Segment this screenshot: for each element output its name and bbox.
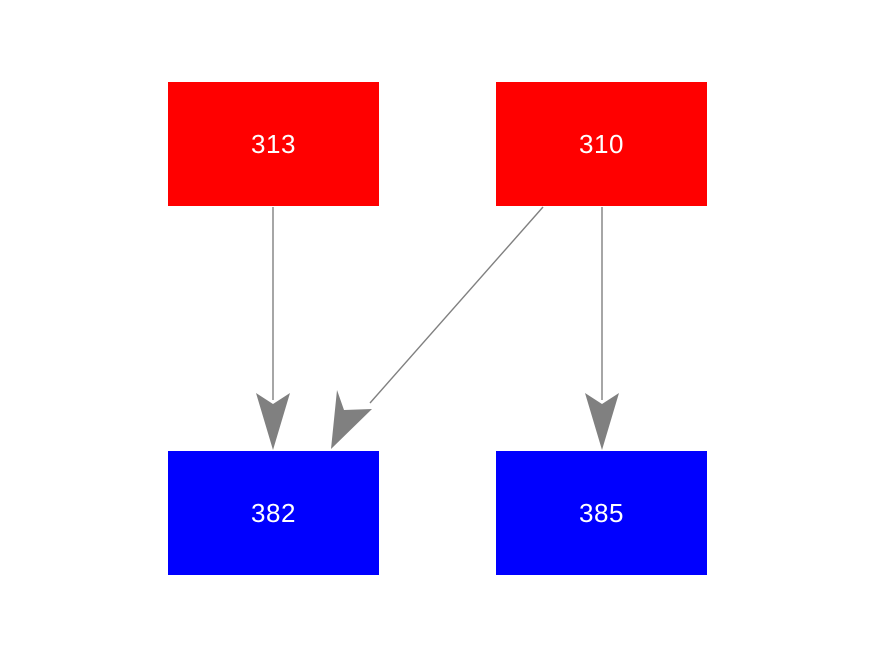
arrowhead-barbed	[256, 393, 290, 450]
arrowhead-barbed	[585, 393, 619, 450]
node-382[interactable]: 382	[168, 451, 379, 575]
arrowhead-barbed	[331, 390, 372, 449]
node-310[interactable]: 310	[496, 82, 707, 206]
node-313[interactable]: 313	[168, 82, 379, 206]
node-385[interactable]: 385	[496, 451, 707, 575]
edge-310-to-382	[331, 206, 544, 449]
node-label: 313	[251, 129, 296, 159]
node-label: 310	[579, 129, 624, 159]
node-label: 385	[579, 498, 624, 528]
node-label: 382	[251, 498, 296, 528]
edge-313-to-382	[256, 207, 290, 450]
edge-310-to-385	[585, 207, 619, 450]
edge-line	[369, 206, 544, 404]
